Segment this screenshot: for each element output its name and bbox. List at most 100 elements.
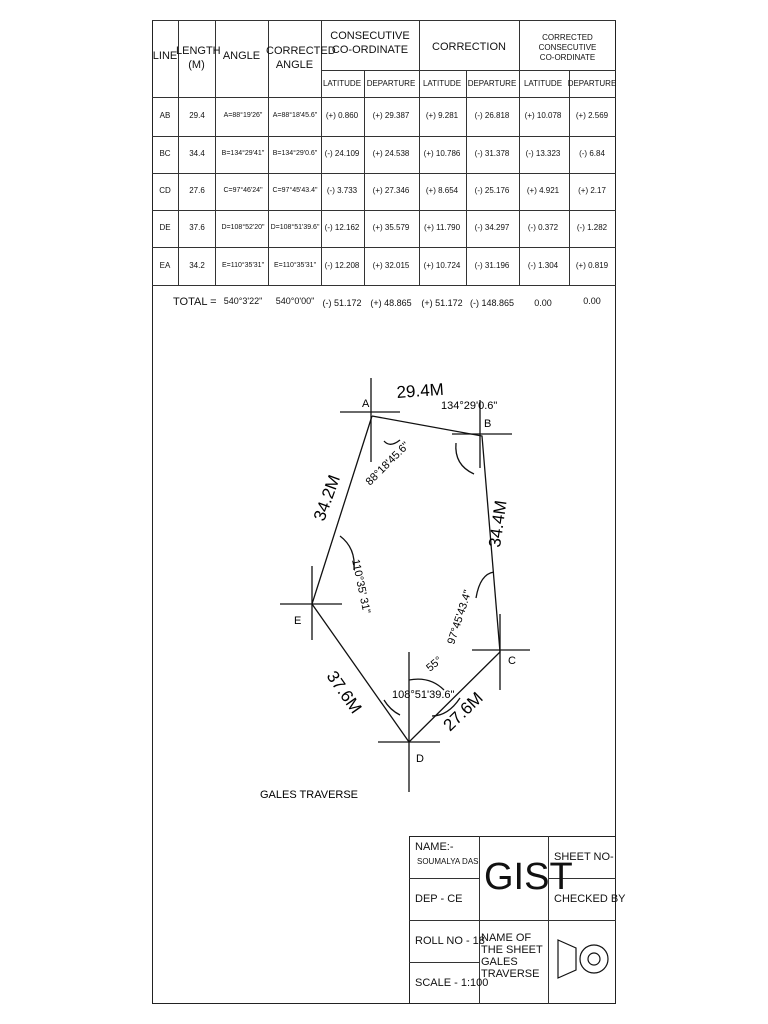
cell-latitude: (-) 3.733 (326, 186, 358, 195)
cell-angle: C=97°46'24" (223, 187, 263, 194)
cell-correction-departure: (-) 31.196 (474, 261, 510, 270)
title-block-row-line (409, 962, 479, 963)
cell-correction-departure: (-) 25.176 (474, 186, 510, 195)
total-corrected-angle: 540°0'00" (275, 296, 315, 306)
department-label: DEP - CE (415, 893, 463, 905)
table-subheader-line (321, 70, 616, 71)
header-line: LINE (152, 50, 178, 62)
cell-correction-departure: (-) 34.297 (474, 223, 510, 232)
table-col-line (466, 70, 467, 285)
table-row-line (152, 136, 616, 137)
cell-correction-latitude: (+) 10.724 (423, 261, 461, 270)
subheader-latitude: LATITUDE (422, 79, 462, 88)
angle-arc-a (383, 439, 401, 445)
table-col-line (419, 20, 420, 285)
angle-c-label: 97°45'43.4" (445, 589, 474, 646)
roll-no-label: ROLL NO - 18 (415, 935, 485, 947)
cell-departure: (+) 24.538 (372, 149, 410, 158)
cell-corrected-departure: (+) 2.17 (578, 186, 606, 195)
angle-arc-d-north (408, 678, 445, 691)
length-de-label: 37.6M (323, 667, 366, 717)
cell-corrected-angle: E=110°35'31" (273, 262, 317, 269)
cell-latitude: (-) 24.109 (324, 149, 360, 158)
angle-arc-c (475, 571, 495, 599)
cell-departure: (+) 32.015 (372, 261, 410, 270)
title-block-row-line (548, 878, 616, 879)
cell-correction-latitude: (+) 10.786 (423, 149, 461, 158)
checked-by-label: CHECKED BY (554, 893, 626, 905)
table-header-line (152, 97, 616, 98)
table-border-top (152, 20, 616, 21)
header-consecutive: CONSECUTIVE CO-ORDINATE (330, 30, 410, 56)
table-col-line (215, 20, 216, 285)
table-col-line (519, 20, 520, 285)
cell-correction-departure: (-) 26.818 (474, 111, 510, 120)
total-departure: (+) 48.865 (370, 298, 412, 308)
name-value: SOUMALYA DAS (417, 857, 479, 866)
table-row-line (152, 210, 616, 211)
subheader-departure: DEPARTURE (366, 79, 416, 88)
cell-line: CD (159, 186, 171, 195)
station-b-label: B (484, 418, 491, 430)
cell-length: 37.6 (189, 223, 205, 232)
traverse-polygon (311, 415, 501, 744)
station-a-label: A (362, 398, 370, 410)
cell-line: EA (159, 261, 171, 270)
cell-length: 27.6 (189, 186, 205, 195)
cell-line: DE (159, 223, 171, 232)
angle-arc-e (339, 535, 355, 571)
length-bc-label: 34.4M (485, 499, 510, 548)
station-e-label: E (294, 615, 301, 627)
cell-correction-latitude: (+) 8.654 (425, 186, 459, 195)
cell-correction-latitude: (+) 11.790 (423, 223, 461, 232)
cell-corrected-latitude: (+) 4.921 (526, 186, 560, 195)
title-block-row-line (409, 878, 479, 879)
cell-corrected-latitude: (+) 10.078 (524, 111, 562, 120)
cell-line: AB (159, 111, 171, 120)
total-correction-latitude: (+) 51.172 (421, 298, 463, 308)
sheet-no-label: SHEET NO- (554, 851, 614, 863)
table-col-line (321, 20, 322, 285)
header-correction: CORRECTION (432, 41, 506, 53)
total-label: TOTAL = (173, 296, 217, 308)
cell-correction-departure: (-) 31.378 (474, 149, 510, 158)
cell-line: BC (159, 149, 171, 158)
cell-length: 29.4 (189, 111, 205, 120)
angle-arc-d (383, 699, 401, 716)
cell-latitude: (-) 12.208 (324, 261, 360, 270)
cell-departure: (+) 29.387 (372, 111, 410, 120)
institute-name: GIST (484, 856, 573, 898)
header-length: LENGTH (M) (176, 45, 221, 71)
station-c-label: C (508, 655, 516, 667)
table-bottom-line (152, 285, 616, 286)
cell-corrected-angle: A=88°18'45.6" (272, 112, 318, 119)
cell-angle: E=110°35'31" (221, 262, 265, 269)
total-corrected-latitude: 0.00 (534, 298, 552, 308)
angle-arc-b (455, 442, 475, 475)
station-d-label: D (416, 753, 424, 765)
angle-arc-d (431, 697, 461, 717)
cell-departure: (+) 35.579 (372, 223, 410, 232)
angle-e-label: 110°35' 31" (349, 558, 372, 615)
cell-corrected-latitude: (-) 0.372 (527, 223, 559, 232)
cell-angle: D=108°52'20" (221, 224, 265, 231)
cell-departure: (+) 27.346 (372, 186, 410, 195)
table-col-line (268, 20, 269, 285)
subheader-departure: DEPARTURE (467, 79, 517, 88)
cell-correction-latitude: (+) 9.281 (425, 111, 459, 120)
scale-label: SCALE - 1:100 (415, 977, 489, 989)
table-row-line (152, 247, 616, 248)
length-ea-label: 34.2M (310, 472, 344, 523)
title-block-row-line (409, 920, 616, 921)
cell-latitude: (+) 0.860 (325, 111, 359, 120)
header-angle: ANGLE (222, 50, 261, 62)
header-corrected-angle: CORRECTED ANGLE (266, 45, 336, 71)
cell-corrected-angle: C=97°45'43.4" (272, 187, 318, 194)
angle-b-label: 134°29'0.6" (441, 400, 497, 412)
header-corrected-consecutive: CORRECTED CONSECUTIVE CO-ORDINATE (538, 33, 597, 62)
angle-d-label: 108°51'39.6" (392, 689, 454, 701)
cell-corrected-latitude: (-) 13.323 (525, 149, 561, 158)
cell-length: 34.2 (189, 261, 205, 270)
total-corrected-departure: 0.00 (583, 296, 601, 306)
